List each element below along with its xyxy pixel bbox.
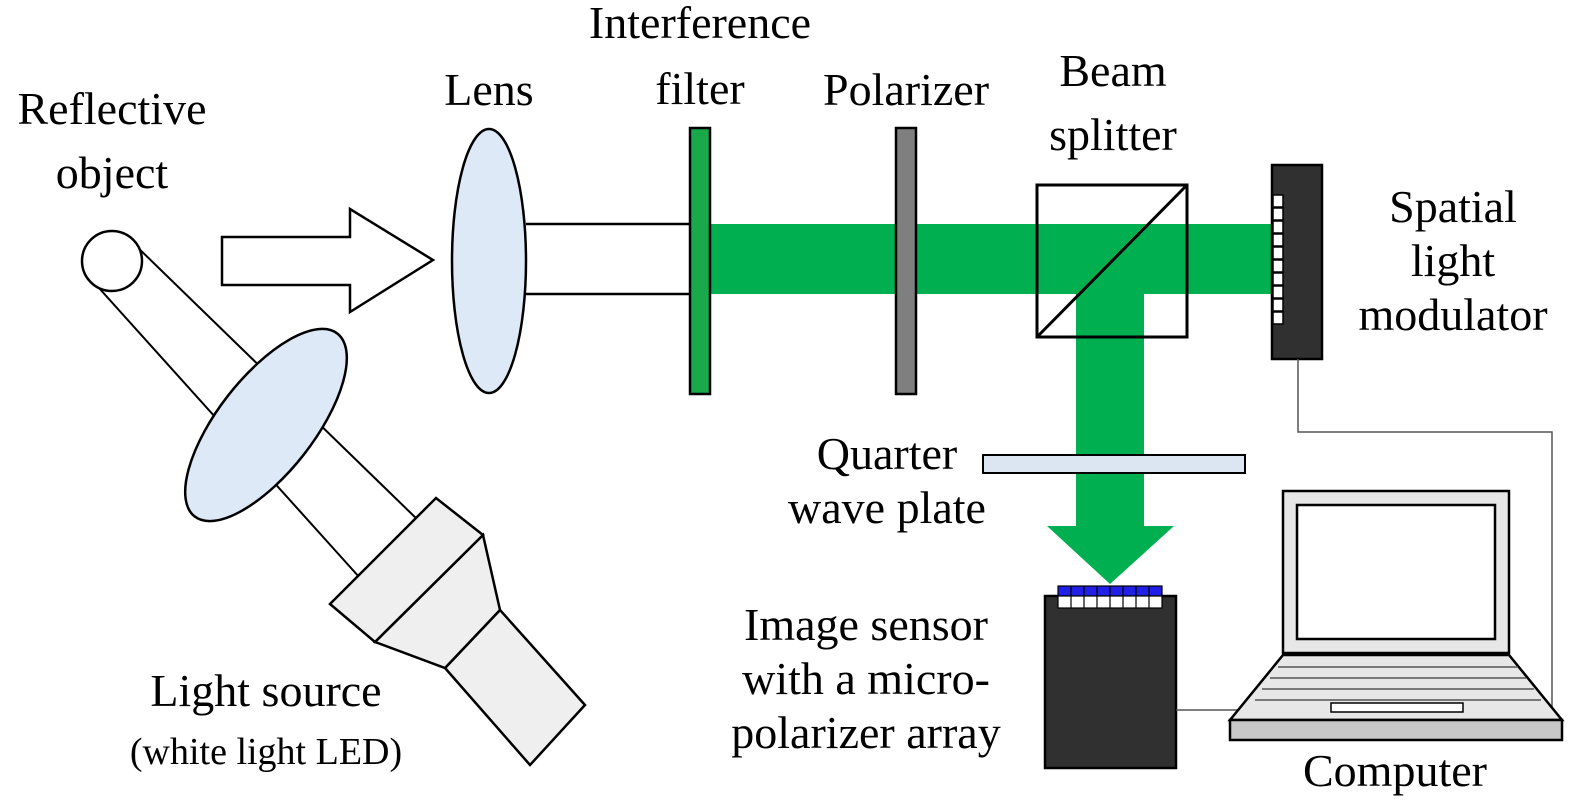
- led-lamp-icon: [328, 496, 587, 767]
- label-beam-splitter: Beam splitter: [1049, 45, 1177, 160]
- label-reflective-object: Reflective object: [17, 83, 206, 198]
- laptop-trackpad: [1330, 702, 1464, 713]
- label-computer: Computer: [1303, 745, 1487, 796]
- condenser-lens: [183, 327, 349, 523]
- label-image-sensor-line2: with a micro-: [742, 653, 990, 704]
- label-light-source-note: (white light LED): [130, 731, 402, 773]
- label-slm-line1: Spatial: [1389, 181, 1517, 232]
- polarizer: [894, 126, 918, 396]
- laptop-base: [1228, 718, 1564, 742]
- sensor-pixel-array: [1057, 585, 1163, 609]
- lamp-head: [328, 496, 485, 644]
- laptop-keys: [1255, 666, 1541, 701]
- beam-arrowhead: [1047, 526, 1174, 584]
- laptop-icon: [1227, 489, 1565, 742]
- laptop-screen: [1295, 503, 1497, 641]
- label-spatial-light-modulator: Spatial light modulator: [1358, 181, 1547, 340]
- label-image-sensor-line1: Image sensor: [744, 599, 988, 650]
- spatial-light-modulator: [1270, 163, 1324, 361]
- label-qwp-line1: Quarter: [817, 428, 957, 479]
- slm-pixels: [1272, 194, 1284, 325]
- label-interference-filter-line1: Interference: [589, 0, 811, 48]
- label-slm-line2: light: [1411, 235, 1496, 286]
- imaging-lens: [450, 127, 528, 395]
- label-image-sensor-line3: polarizer array: [731, 707, 1000, 758]
- label-light-source: Light source (white light LED): [130, 665, 402, 773]
- filtered-beam: [710, 224, 1273, 584]
- label-interference-filter: Interference filter: [589, 0, 811, 114]
- label-qwp-line2: wave plate: [788, 482, 986, 533]
- label-beam-splitter-line1: Beam: [1059, 45, 1167, 96]
- propagation-arrow-icon: [220, 206, 436, 315]
- label-slm-line3: modulator: [1358, 289, 1547, 340]
- cables: [1176, 359, 1553, 711]
- beam-splitter: [1035, 183, 1189, 339]
- interference-filter: [688, 126, 712, 396]
- label-quarter-wave-plate: Quarter wave plate: [788, 428, 986, 533]
- label-polarizer: Polarizer: [823, 64, 989, 115]
- quarter-wave-plate: [982, 454, 1246, 474]
- collimated-beam: [526, 222, 690, 296]
- label-light-source-line1: Light source: [150, 665, 381, 716]
- reflective-object-icon: [80, 229, 144, 293]
- label-lens: Lens: [444, 64, 533, 115]
- label-reflective-object-line1: Reflective: [17, 83, 206, 134]
- label-interference-filter-line2: filter: [655, 63, 744, 114]
- label-beam-splitter-line2: splitter: [1049, 109, 1177, 160]
- label-reflective-object-line2: object: [56, 147, 169, 198]
- label-image-sensor: Image sensor with a micro- polarizer arr…: [731, 599, 1000, 758]
- image-sensor: [1043, 585, 1178, 770]
